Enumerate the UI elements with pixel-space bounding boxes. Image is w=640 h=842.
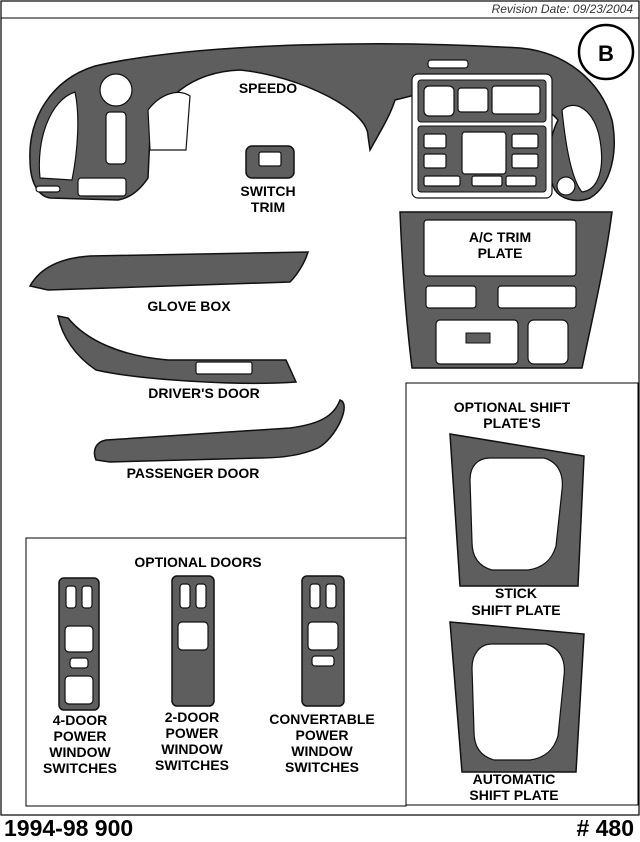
four-door-label-4: SWITCHES: [43, 760, 117, 776]
switch-trim-label-2: TRIM: [251, 199, 285, 215]
glove-box-label: GLOVE BOX: [147, 298, 231, 314]
sheet-frame: [0, 0, 640, 816]
version-badge: B: [577, 23, 635, 81]
automatic-shift-plate-part: [449, 621, 585, 773]
convertable-switch-plate: [301, 575, 345, 707]
switch-trim-part: [245, 145, 295, 179]
stick-shift-label-2: SHIFT PLATE: [471, 602, 560, 618]
automatic-shift-label-2: SHIFT PLATE: [469, 787, 558, 803]
speedo-label: SPEEDO: [239, 80, 297, 96]
ac-trim-plate-part: [399, 211, 613, 369]
optional-doors-heading: OPTIONAL DOORS: [134, 554, 261, 570]
stick-shift-plate-part: [449, 433, 585, 587]
stick-shift-label-1: STICK: [495, 585, 537, 601]
ac-trim-label-2: PLATE: [478, 245, 523, 261]
convertable-label-3: WINDOW: [291, 743, 353, 759]
part-number-label: # 480: [576, 815, 634, 841]
four-door-label-1: 4-DOOR: [53, 712, 107, 728]
optional-doors-box: [25, 537, 407, 807]
two-door-label-1: 2-DOOR: [165, 709, 219, 725]
convertable-label-2: POWER: [296, 727, 349, 743]
two-door-switch-plate: [171, 575, 215, 707]
svg-text:B: B: [598, 41, 614, 66]
four-door-label-3: WINDOW: [49, 744, 111, 760]
glove-box-part: [28, 251, 310, 291]
drivers-door-part: [57, 315, 298, 384]
revision-date: Revision Date: 09/23/2004: [492, 2, 634, 16]
optional-shift-heading-2: PLATE'S: [483, 415, 541, 431]
ac-trim-label-1: A/C TRIM: [469, 229, 531, 245]
dash-main-trim: [29, 43, 615, 202]
two-door-label-3: WINDOW: [161, 741, 223, 757]
switch-trim-label-1: SWITCH: [240, 183, 295, 199]
automatic-shift-label-1: AUTOMATIC: [473, 771, 556, 787]
two-door-label-2: POWER: [166, 725, 219, 741]
optional-shift-heading-1: OPTIONAL SHIFT: [454, 399, 571, 415]
four-door-switch-plate: [58, 577, 100, 711]
model-year-label: 1994-98 900: [4, 815, 133, 841]
passenger-door-part: [93, 399, 345, 463]
two-door-label-4: SWITCHES: [155, 757, 229, 773]
passenger-door-label: PASSENGER DOOR: [127, 465, 260, 481]
convertable-label-4: SWITCHES: [285, 759, 359, 775]
convertable-label-1: CONVERTABLE: [269, 711, 375, 727]
drivers-door-label: DRIVER'S DOOR: [148, 385, 259, 401]
four-door-label-2: POWER: [54, 728, 107, 744]
